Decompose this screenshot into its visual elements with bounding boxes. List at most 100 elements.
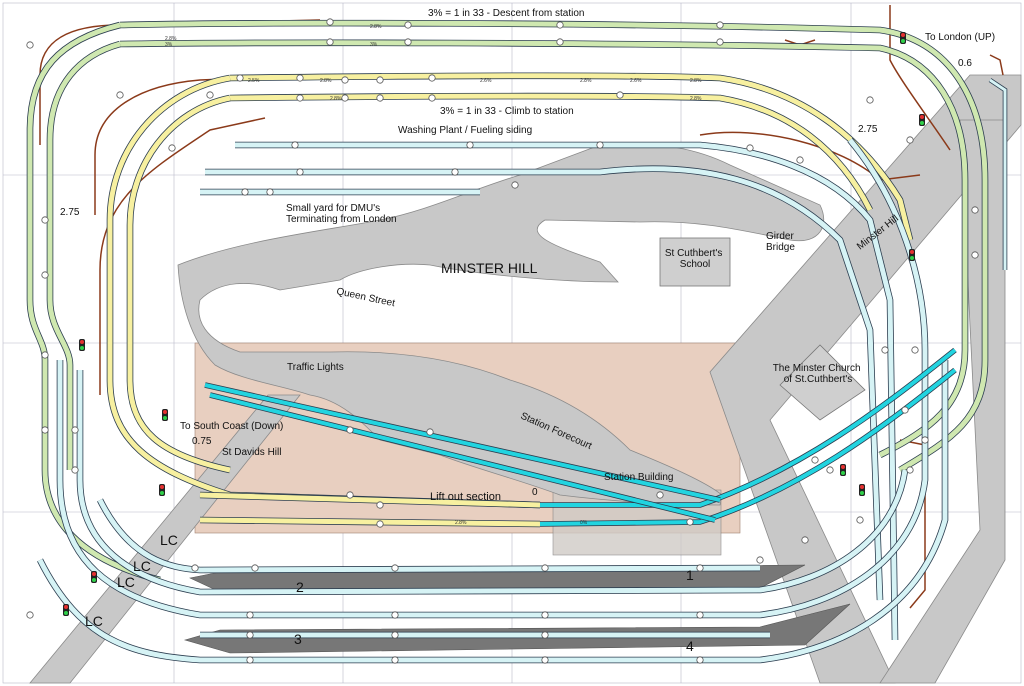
signal-icon <box>159 484 165 496</box>
south-value: 0.75 <box>192 436 212 447</box>
platform-3-number: 3 <box>294 631 302 647</box>
grade-mark: 2.8% <box>690 96 702 102</box>
rail-joint <box>906 466 914 474</box>
track-cyan-mid-loop <box>76 370 909 596</box>
signal-icon <box>79 339 85 351</box>
rail-joint <box>541 611 549 619</box>
grade-mark: 3% <box>370 42 378 48</box>
track-station-1 <box>540 347 957 508</box>
track-yellow-inner <box>229 92 873 212</box>
rail-joint <box>556 21 564 29</box>
rail-joint <box>541 564 549 572</box>
rail-joint <box>246 656 254 664</box>
signal-icon <box>859 484 865 496</box>
rail-joint <box>541 631 549 639</box>
rail-joint <box>921 436 929 444</box>
signal-icon <box>900 32 906 44</box>
rail-joint <box>26 611 34 619</box>
road-minster-hill-area <box>177 143 825 506</box>
rail-joint <box>686 518 694 526</box>
rail-joint <box>296 74 304 82</box>
yard-label: Small yard for DMU's Terminating from Lo… <box>286 203 397 225</box>
value-275-right: 2.75 <box>858 124 878 135</box>
yard-label-line1: Small yard for DMU's <box>286 203 380 214</box>
climb-label: 3% = 1 in 33 - Climb to station <box>440 106 574 117</box>
track-green-inner <box>119 39 969 458</box>
rail-joint <box>801 536 809 544</box>
rail-joint <box>191 564 199 572</box>
grade-mark: 2.6% <box>630 78 642 84</box>
rail-joint <box>971 206 979 214</box>
grade-mark: 3% <box>165 42 173 48</box>
rail-joint <box>26 41 34 49</box>
rail-joint <box>796 156 804 164</box>
rail-joint <box>901 406 909 414</box>
rail-joint <box>466 141 474 149</box>
track-station-2 <box>539 367 957 527</box>
platform-3 <box>183 603 851 654</box>
rail-joint <box>41 351 49 359</box>
rail-joint <box>41 271 49 279</box>
rail-joint <box>716 21 724 29</box>
grade-mark: 2.8% <box>690 78 702 84</box>
rail-joint <box>266 188 274 196</box>
rail-joint <box>296 168 304 176</box>
track-cyan-outer-loop <box>56 137 929 619</box>
rail-joint <box>556 38 564 46</box>
london-value: 0.6 <box>958 58 972 69</box>
rail-joint <box>241 188 249 196</box>
rail-joint <box>341 76 349 84</box>
rail-joint <box>376 520 384 528</box>
minster-hill-area-label: MINSTER HILL <box>441 260 538 276</box>
rail-joint <box>116 91 124 99</box>
track-green-outer <box>119 19 989 473</box>
rail-joint <box>71 426 79 434</box>
rail-joint <box>391 611 399 619</box>
rail-joint <box>596 141 604 149</box>
rail-joint <box>428 74 436 82</box>
rail-joint <box>251 564 259 572</box>
rail-joint <box>826 466 834 474</box>
platforms <box>183 564 851 654</box>
rail-joint <box>341 94 349 102</box>
grade-mark: 2.8% <box>320 78 332 84</box>
school-label: St Cuthbert's School <box>665 248 725 270</box>
zero-label: 0 <box>532 487 538 498</box>
track-cyan-yard-1 <box>205 165 884 601</box>
lc-label-2: LC <box>133 558 151 574</box>
signal-icon <box>840 464 846 476</box>
queen-street-label: Queen Street <box>335 286 396 309</box>
track-green-left-inner <box>46 40 121 470</box>
rail-joint <box>428 94 436 102</box>
rail-joint <box>404 21 412 29</box>
station-building-label: Station Building <box>604 472 674 483</box>
rail-joint <box>656 491 664 499</box>
signal-icon <box>162 409 168 421</box>
rail-joint <box>451 168 459 176</box>
descent-label: 3% = 1 in 33 - Descent from station <box>428 8 584 19</box>
track-station-diag-1 <box>204 382 721 503</box>
track-yellow-lower-2 <box>199 516 541 528</box>
signal-icon <box>919 114 925 126</box>
rail-joint <box>404 38 412 46</box>
platform-4-number: 4 <box>686 638 694 654</box>
rail-joint <box>391 656 399 664</box>
school-block <box>659 237 731 287</box>
grade-mark: 2.8% <box>165 36 177 42</box>
rail-joint <box>426 428 434 436</box>
grade-mark: 2.6% <box>480 78 492 84</box>
rail-joint <box>696 656 704 664</box>
rail-joint <box>168 144 176 152</box>
track-yellow-left-inner <box>126 94 231 474</box>
rail-joint <box>326 38 334 46</box>
rail-joint <box>716 38 724 46</box>
church-block <box>779 344 866 421</box>
rail-joint <box>911 346 919 354</box>
rail-joint <box>346 491 354 499</box>
rail-joint <box>616 91 624 99</box>
rail-joint <box>296 94 304 102</box>
rail-joint <box>206 91 214 99</box>
grade-mark: 0% <box>580 520 588 526</box>
platform-1-number: 1 <box>686 567 694 583</box>
rail-joint <box>811 456 819 464</box>
